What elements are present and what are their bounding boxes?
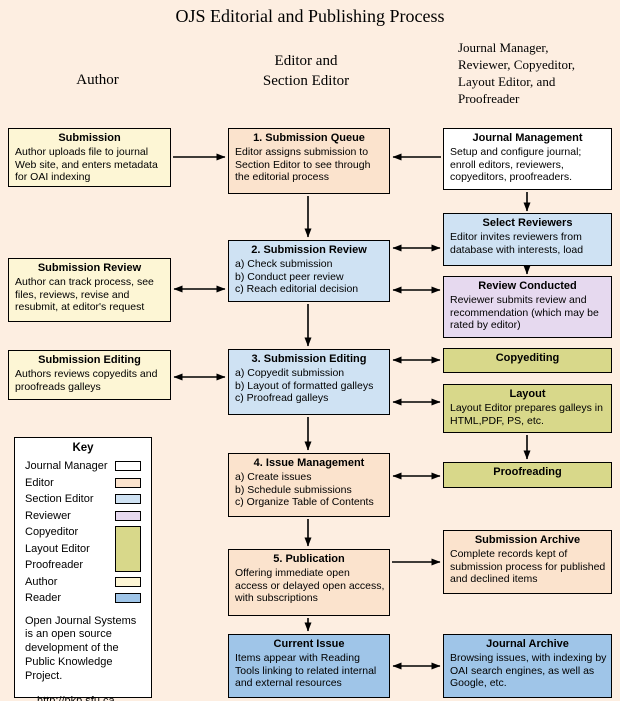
node-proofreading-title: Proofreading (493, 466, 562, 478)
node-submission-review-title: 2. Submission Review (251, 244, 367, 256)
legend-key: Key Journal Manager Editor Section Edito… (14, 437, 152, 701)
node-review-conducted-body: Reviewer submits review and recommendati… (450, 294, 599, 332)
node-copyediting-title: Copyediting (495, 352, 560, 364)
node-submission-queue-title: 1. Submission Queue (253, 132, 365, 144)
node-submission-review: 2. Submission Review a) Check submission… (228, 240, 390, 302)
node-current-issue-body: Items appear with Reading Tools linking … (235, 652, 377, 690)
legend-url: http://pkp.sfu.ca (15, 683, 151, 701)
node-journal-archive: Journal Archive Browsing issues, with in… (443, 634, 612, 698)
key-label-editor: Editor (25, 476, 54, 489)
column-header-manager: Journal Manager, Reviewer, Copyeditor, L… (458, 40, 576, 106)
node-submission-review-author: Submission Review Author can track proce… (8, 258, 171, 322)
node-submission-review-author-title: Submission Review (37, 262, 142, 274)
node-layout-body: Layout Editor prepares galleys in HTML,P… (450, 402, 603, 427)
node-publication: 5. Publication Offering immediate open a… (228, 549, 390, 616)
column-header-editor: Editor and Section Editor (262, 53, 350, 89)
node-submission-title: Submission (58, 132, 121, 144)
page-title: OJS Editorial and Publishing Process (175, 6, 445, 26)
key-label-reader: Reader (25, 592, 62, 605)
node-submission-archive-body: Complete records kept of submission proc… (450, 548, 606, 586)
node-submission-editing: 3. Submission Editing a) Copyedit submis… (228, 349, 390, 415)
key-swatch-reviewer (115, 510, 141, 521)
node-journal-management-title: Journal Management (472, 132, 583, 144)
node-journal-management-body: Setup and configure journal; enroll edit… (450, 146, 582, 184)
legend-key-title: Key (72, 442, 94, 454)
legend-note: Open Journal Systems is an open source d… (25, 614, 137, 682)
node-copyediting: Copyediting (443, 348, 612, 373)
key-label-proofreader: Proofreader (25, 559, 84, 572)
node-journal-archive-title: Journal Archive (486, 638, 569, 650)
node-proofreading: Proofreading (443, 462, 612, 488)
node-review-conducted: Review Conducted Reviewer submits review… (443, 276, 612, 338)
node-submission-archive-title: Submission Archive (474, 534, 581, 546)
node-layout-title: Layout (509, 388, 546, 400)
node-issue-management-body: a) Create issues b) Schedule submissions… (235, 471, 374, 509)
column-header-author: Author (76, 72, 119, 88)
key-swatch-editor (115, 477, 141, 488)
key-swatch-section-editor (115, 494, 141, 505)
node-review-conducted-title: Review Conducted (478, 280, 577, 292)
node-submission-queue: 1. Submission Queue Editor assigns submi… (228, 128, 390, 194)
node-issue-management-title: 4. Issue Management (253, 457, 365, 469)
node-select-reviewers-title: Select Reviewers (482, 217, 573, 229)
node-select-reviewers: Select Reviewers Editor invites reviewer… (443, 213, 612, 266)
key-swatch-journal-manager (115, 461, 141, 472)
node-current-issue-title: Current Issue (273, 638, 345, 650)
node-publication-body: Offering immediate open access or delaye… (235, 567, 385, 605)
node-journal-archive-body: Browsing issues, with indexing by OAI se… (450, 652, 607, 690)
node-submission-queue-body: Editor assigns submission to Section Edi… (235, 146, 371, 184)
key-swatch-reader (115, 593, 141, 604)
node-submission: Submission Author uploads file to journa… (8, 128, 171, 187)
node-layout: Layout Layout Editor prepares galleys in… (443, 384, 612, 433)
node-submission-review-body: a) Check submission b) Conduct peer revi… (235, 258, 359, 296)
node-journal-management: Journal Management Setup and configure j… (443, 128, 612, 190)
key-label-layout-editor: Layout Editor (25, 542, 90, 555)
node-submission-body: Author uploads file to journal Web site,… (15, 146, 158, 184)
node-submission-editing-body: a) Copyedit submission b) Layout of form… (235, 367, 374, 405)
key-label-section-editor: Section Editor (25, 493, 94, 506)
node-submission-editing-author: Submission Editing Authors reviews copye… (8, 350, 171, 400)
node-current-issue: Current Issue Items appear with Reading … (228, 634, 390, 698)
key-label-author: Author (25, 575, 58, 588)
node-submission-editing-author-title: Submission Editing (38, 354, 141, 366)
key-label-journal-manager: Journal Manager (25, 460, 108, 473)
node-publication-title: 5. Publication (273, 553, 345, 565)
key-swatch-author (115, 576, 141, 587)
node-issue-management: 4. Issue Management a) Create issues b) … (228, 453, 390, 517)
node-select-reviewers-body: Editor invites reviewers from database w… (450, 231, 584, 256)
key-label-copyeditor: Copyeditor (25, 526, 79, 539)
node-submission-editing-title: 3. Submission Editing (251, 353, 367, 365)
key-label-reviewer: Reviewer (25, 509, 71, 522)
legend-key-grid: Journal Manager Editor Section Editor Re… (15, 454, 151, 607)
node-submission-editing-author-body: Authors reviews copyedits and proofreads… (15, 368, 158, 393)
node-submission-archive: Submission Archive Complete records kept… (443, 530, 612, 594)
node-submission-review-author-body: Author can track process, see files, rev… (15, 276, 154, 314)
key-swatch-copyeditor-group (115, 526, 141, 572)
